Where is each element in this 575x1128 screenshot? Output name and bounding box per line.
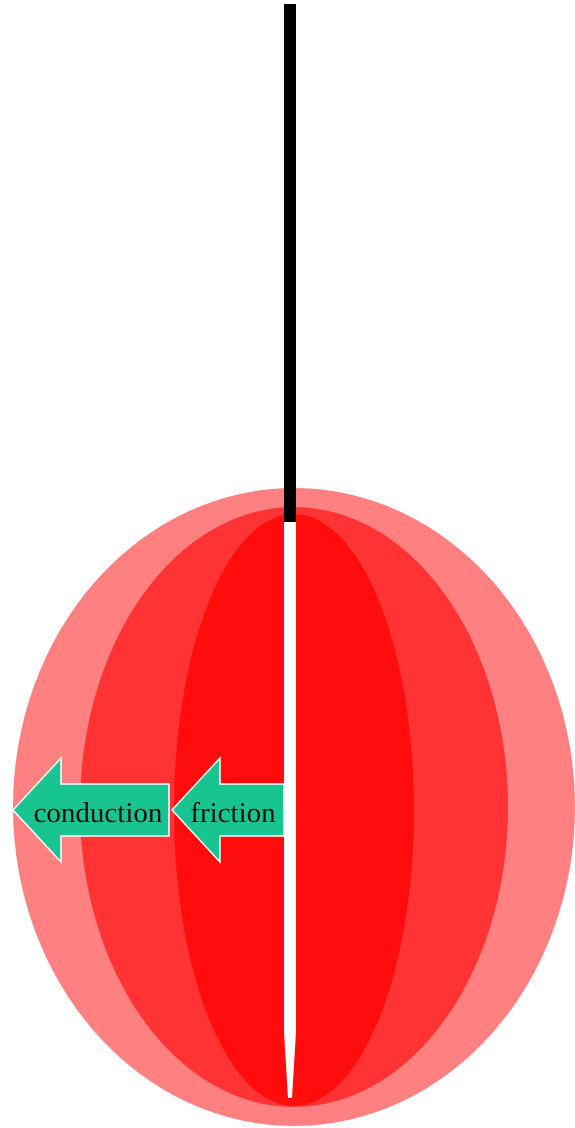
friction-label: friction bbox=[190, 797, 276, 829]
rod-inside-sphere bbox=[284, 522, 296, 1098]
rod-above-sphere bbox=[284, 4, 296, 522]
conduction-label: conduction bbox=[34, 797, 163, 829]
